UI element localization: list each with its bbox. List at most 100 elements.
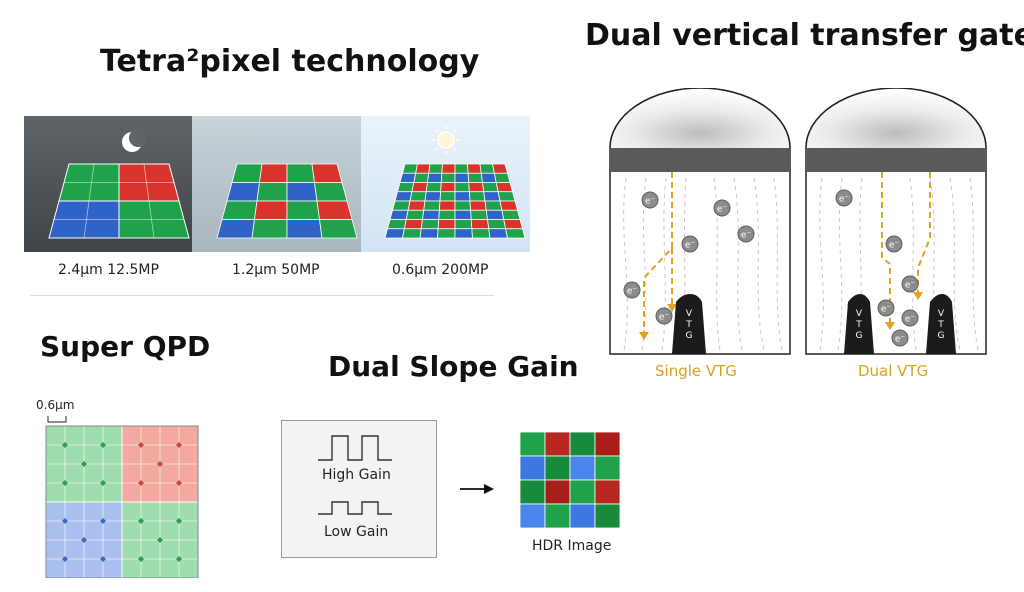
electron: e⁻ — [877, 299, 895, 317]
sun-icon — [432, 126, 460, 154]
tetra-pixel — [499, 200, 519, 211]
measure-bracket — [47, 416, 67, 423]
tetra-pixel — [437, 228, 456, 239]
tetra-pixel — [483, 191, 501, 202]
tetra-pixel — [471, 228, 491, 239]
tetra-pixel — [454, 191, 471, 202]
tetra-pixel — [440, 182, 456, 193]
electron-label: e⁻ — [659, 313, 670, 323]
hdr-pixel — [544, 455, 571, 481]
qpd-measure-label: 0.6μm — [36, 398, 75, 412]
tetra-pixel — [391, 200, 411, 211]
tetra-pixel — [437, 219, 456, 230]
qpd-dot — [176, 480, 182, 486]
tetra-pixel — [454, 200, 472, 211]
high-gain-label: High Gain — [322, 467, 391, 483]
tetra-pixel — [221, 200, 258, 220]
electron-label: e⁻ — [881, 305, 892, 315]
electron-label: e⁻ — [685, 241, 696, 251]
tetra-pixel — [427, 172, 443, 183]
qpd-title: Super QPD — [40, 330, 211, 363]
qpd-dot — [138, 480, 144, 486]
tetra-pixel — [423, 200, 441, 211]
single-vtg-pixel — [609, 88, 791, 355]
tetra-pixel — [469, 200, 487, 211]
tetra-pixel — [441, 163, 456, 174]
electron: e⁻ — [641, 191, 659, 209]
qpd-dot — [62, 518, 68, 524]
high-gain-wave — [318, 435, 392, 461]
electron: e⁻ — [737, 225, 755, 243]
tetra-pixel — [420, 219, 440, 230]
hdr-pixel — [594, 431, 621, 457]
qpd-quadrant — [121, 425, 199, 503]
tetra-pixel — [286, 163, 315, 183]
tetra-pixel — [438, 200, 456, 211]
electron: e⁻ — [885, 235, 903, 253]
tetra-pixel — [405, 209, 425, 220]
hdr-pixel — [519, 479, 546, 505]
tetra-pixel — [482, 182, 499, 193]
tetra-pixel — [256, 182, 288, 202]
panel-label-2: 1.2μm 50MP — [232, 262, 320, 278]
vtg-gates — [672, 294, 956, 354]
electron-label: e⁻ — [645, 197, 656, 207]
tetra-pixel — [454, 209, 472, 220]
hdr-label: HDR Image — [532, 538, 612, 554]
dual-vtg-pixel — [805, 88, 987, 355]
tetra-pixel — [479, 163, 495, 174]
tetra-pixel — [286, 182, 318, 202]
tetra-pixel — [409, 191, 427, 202]
tetra-panels — [24, 116, 530, 252]
tetra-pixel — [415, 163, 431, 174]
tetra-pixel — [401, 163, 418, 174]
qpd-dot — [176, 442, 182, 448]
tetra-pixel — [396, 182, 415, 193]
tetra-pixel — [407, 200, 426, 211]
tetra-pixel — [454, 163, 469, 174]
tetra-pixel — [402, 228, 422, 239]
tetra-pixel — [389, 209, 409, 220]
tetra-pixel — [468, 182, 485, 193]
vtg-title: Dual vertical transfer gate — [585, 18, 1024, 53]
tetra-pixel — [424, 191, 442, 202]
tetra-pixel — [480, 172, 497, 183]
hdr-pixel — [569, 455, 596, 481]
tetra-pixel — [428, 163, 443, 174]
qpd-dot — [157, 537, 163, 543]
qpd-dot — [81, 461, 87, 467]
electron-label: e⁻ — [741, 231, 752, 241]
electron: e⁻ — [681, 235, 699, 253]
tetra-pixel — [485, 209, 505, 220]
tetra-pixel — [384, 228, 405, 239]
qpd-dot — [100, 556, 106, 562]
divider — [30, 295, 494, 296]
tetra-pixel — [501, 209, 521, 220]
low-gain-label: Low Gain — [324, 524, 389, 540]
qpd-dot — [176, 518, 182, 524]
qpd-dot — [100, 480, 106, 486]
tetra-title: Tetra²pixel technology — [100, 44, 480, 79]
electron: e⁻ — [835, 189, 853, 207]
tetra-pixel — [438, 209, 456, 220]
tetra-pixel — [440, 172, 456, 183]
tetra-pixel — [470, 209, 488, 220]
qpd-quadrant — [45, 425, 123, 503]
tetra-grid-3 — [384, 163, 526, 239]
electron-label: e⁻ — [717, 205, 728, 215]
hdr-pixel — [519, 431, 546, 457]
electron-label: e⁻ — [627, 287, 638, 297]
electron-label: e⁻ — [839, 195, 850, 205]
qpd-quadrant — [45, 501, 123, 578]
qpd-dot — [138, 442, 144, 448]
tetra-pixel — [286, 200, 320, 220]
tetra-pixel — [487, 219, 507, 230]
tetra-pixel — [314, 182, 348, 202]
tetra-pixel — [503, 219, 524, 230]
low-gain-wave — [318, 501, 392, 515]
tetra-pixel — [394, 191, 413, 202]
tetra-pixel — [259, 163, 288, 183]
tetra-pixel — [226, 182, 260, 202]
dual-vtg-label: Dual VTG — [858, 362, 929, 380]
